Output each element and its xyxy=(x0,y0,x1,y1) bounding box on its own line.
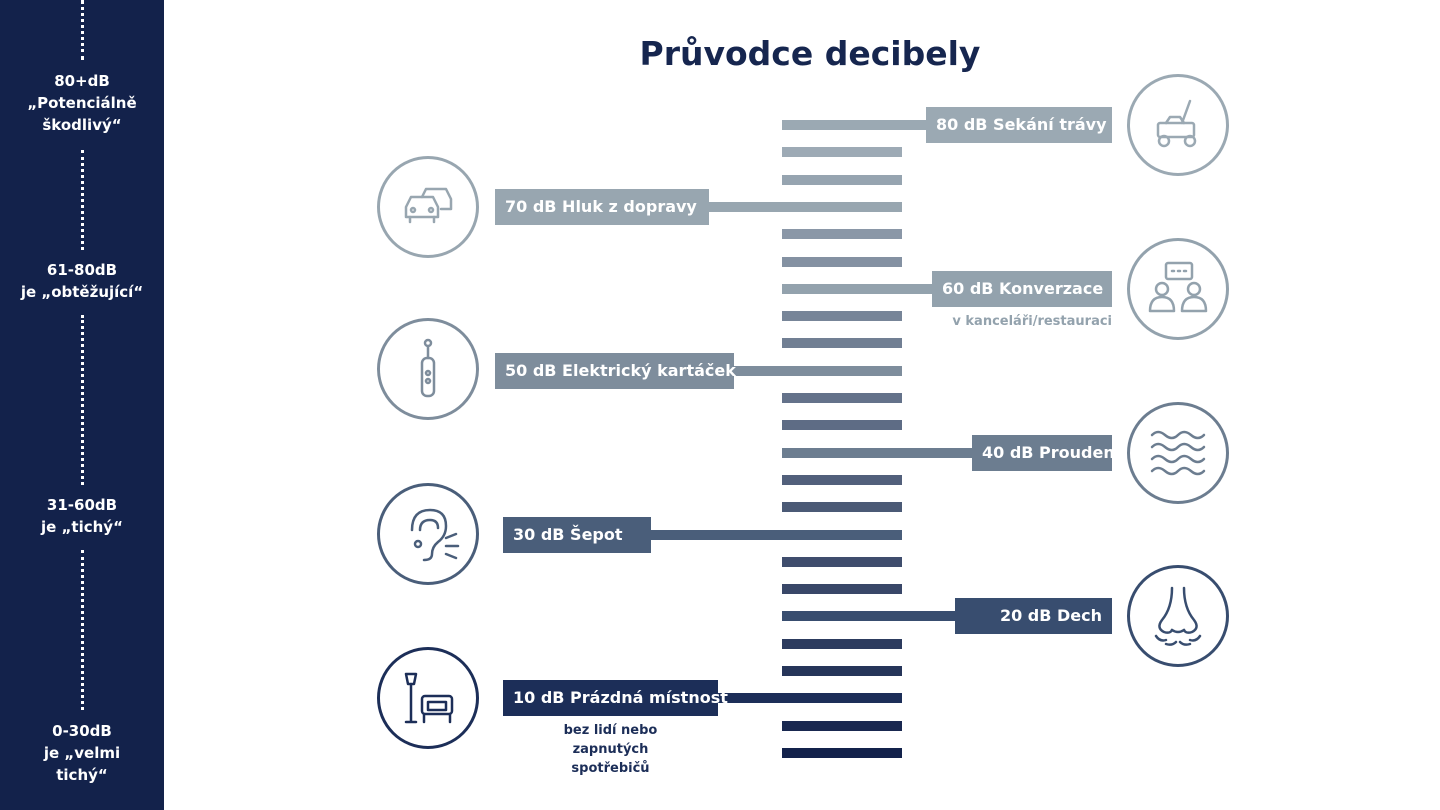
level-range: 80+dB xyxy=(54,72,110,90)
nose-breath-icon xyxy=(1127,565,1229,667)
level-desc: je „tichý“ xyxy=(41,518,123,536)
scale-bar xyxy=(782,556,902,567)
level-desc: „Potenciálně xyxy=(27,94,137,112)
sidebar-legend: 80+dB „Potenciálně škodlivý“ 61-80dB je „ob… xyxy=(0,0,164,810)
page-title: Průvodce decibely xyxy=(639,34,981,73)
scale-bar xyxy=(782,393,902,403)
dotted-divider xyxy=(81,315,84,485)
scale-bar xyxy=(782,311,902,322)
conversation-icon xyxy=(1127,238,1229,340)
level-range: 61-80dB xyxy=(46,261,118,279)
decibel-label: 40 dB Proudení xyxy=(972,434,1120,471)
scale-bar xyxy=(782,502,902,513)
level-desc: je „obtěžující“ xyxy=(20,283,144,301)
dotted-divider xyxy=(81,0,84,60)
decibel-label: 20 dB Dech xyxy=(955,598,1112,635)
connector-line xyxy=(782,283,932,294)
scale-bar xyxy=(782,638,902,649)
level-31-60: 31-60dB je „tichý“ xyxy=(0,494,164,538)
connector-line xyxy=(651,529,902,540)
scale-bar xyxy=(782,174,902,185)
connector-line xyxy=(782,611,955,622)
scale-bar xyxy=(782,147,902,158)
traffic-cars-icon xyxy=(377,156,479,258)
connector-line xyxy=(782,447,972,458)
connector-line xyxy=(709,201,902,212)
scale-bar xyxy=(782,584,902,595)
level-desc: je „velmi xyxy=(43,744,121,762)
scale-bar xyxy=(782,229,902,240)
decibel-sublabel: v kanceláři/restauraci xyxy=(952,313,1112,329)
electric-toothbrush-icon xyxy=(377,318,479,420)
empty-room-icon xyxy=(377,647,479,749)
decibel-label: 10 dB Prázdná místnost xyxy=(503,680,728,717)
scale-bar xyxy=(782,256,902,267)
level-range: 31-60dB xyxy=(46,496,118,514)
level-0-30: 0-30dB je „velmi tichý“ xyxy=(0,720,164,786)
decibel-label: 70 dB Hluk z dopravy xyxy=(495,188,709,225)
dotted-divider xyxy=(81,150,84,250)
scale-bar xyxy=(782,474,902,485)
decibel-label: 50 dB Elektrický kartáček xyxy=(495,352,736,389)
connector-line xyxy=(734,365,902,376)
water-waves-icon xyxy=(1127,402,1229,504)
decibel-label: 60 dB Konverzace xyxy=(932,270,1112,307)
level-desc: tichý“ xyxy=(56,766,108,784)
decibel-sublabel: bez lidí nebo zapnutých spotřebičů xyxy=(563,723,658,777)
level-80plus: 80+dB „Potenciálně škodlivý“ xyxy=(0,70,164,136)
ear-whisper-icon xyxy=(377,483,479,585)
scale-bar xyxy=(782,666,902,676)
level-61-80: 61-80dB je „obtěžující“ xyxy=(0,259,164,303)
level-range: 0-30dB xyxy=(52,722,112,740)
scale-bar xyxy=(782,420,902,431)
connector-line xyxy=(782,120,926,130)
level-desc: škodlivý“ xyxy=(42,116,122,134)
scale-bar xyxy=(782,747,902,758)
scale-bar xyxy=(782,338,902,349)
decibel-label: 30 dB Šepot xyxy=(503,516,651,553)
lawn-mower-icon xyxy=(1127,74,1229,176)
dotted-divider xyxy=(81,550,84,710)
connector-line xyxy=(718,693,902,704)
decibel-label: 80 dB Sekání trávy xyxy=(926,107,1112,143)
scale-bar xyxy=(782,720,902,731)
